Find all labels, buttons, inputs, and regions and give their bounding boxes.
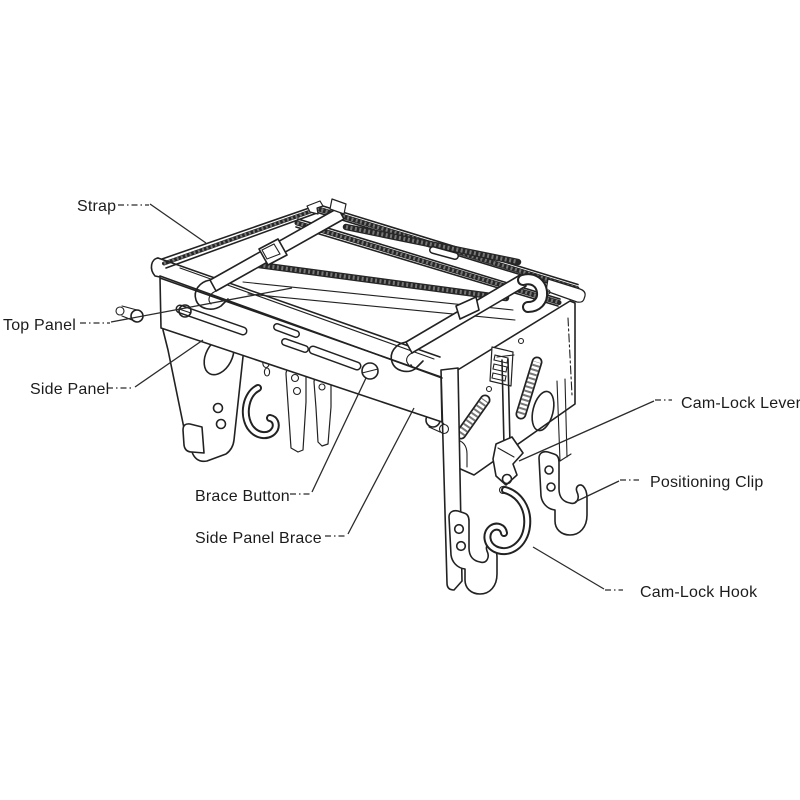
labels: Strap Top Panel Side Panel Brace Button … bbox=[3, 198, 800, 601]
oval-cutout bbox=[531, 390, 555, 432]
leader-brace-button bbox=[290, 377, 367, 495]
label-side-panel-brace: Side Panel Brace bbox=[195, 530, 322, 547]
label-cam-lock-lever: Cam-Lock Lever bbox=[681, 395, 800, 412]
strap-rear-tab bbox=[329, 198, 347, 215]
label-cam-lock-hook: Cam-Lock Hook bbox=[640, 584, 758, 601]
strap-left bbox=[194, 198, 347, 310]
rim-left-cap bbox=[150, 257, 161, 278]
leader-lines bbox=[80, 203, 672, 591]
leader-positioning-clip bbox=[574, 479, 639, 503]
hatched-slot-b bbox=[515, 356, 543, 420]
label-brace-button: Brace Button bbox=[195, 488, 290, 505]
label-strap: Strap bbox=[77, 198, 116, 215]
brace-button-part bbox=[361, 362, 379, 380]
rear-right-leg bbox=[556, 378, 572, 462]
leader-side-panel-brace bbox=[325, 407, 415, 537]
label-top-panel: Top Panel bbox=[3, 317, 76, 334]
corner-bolt bbox=[115, 305, 144, 323]
cam-lock-assembly bbox=[483, 354, 532, 556]
j-hook-cutout bbox=[241, 384, 280, 440]
strap-keeper bbox=[455, 296, 480, 320]
cam-lock-rod bbox=[501, 359, 505, 447]
hatched-slot-a bbox=[455, 394, 491, 440]
label-side-panel: Side Panel bbox=[30, 381, 109, 398]
centerline bbox=[567, 317, 573, 396]
strap-right bbox=[390, 273, 549, 373]
strap-front-loop bbox=[390, 341, 424, 373]
cam-lock-hook-part bbox=[483, 485, 532, 556]
top-slats bbox=[242, 223, 522, 321]
leader-cam-lock-hook bbox=[532, 546, 623, 591]
leader-top-panel bbox=[80, 287, 293, 324]
strap-front-loop bbox=[194, 279, 229, 310]
leader-strap bbox=[118, 203, 207, 244]
top-slot bbox=[429, 246, 459, 260]
cam-lock-lever-part bbox=[492, 436, 524, 495]
front-apron bbox=[115, 277, 443, 423]
left-foot-flange bbox=[182, 423, 205, 454]
rear-legs bbox=[285, 367, 332, 453]
leader-cam-lock-lever bbox=[518, 399, 672, 462]
leader-side-panel bbox=[107, 339, 204, 389]
label-positioning-clip: Positioning Clip bbox=[650, 474, 763, 491]
positioning-clip-right bbox=[538, 450, 588, 536]
strap-buckle bbox=[258, 238, 288, 266]
apron-pin bbox=[178, 304, 192, 318]
